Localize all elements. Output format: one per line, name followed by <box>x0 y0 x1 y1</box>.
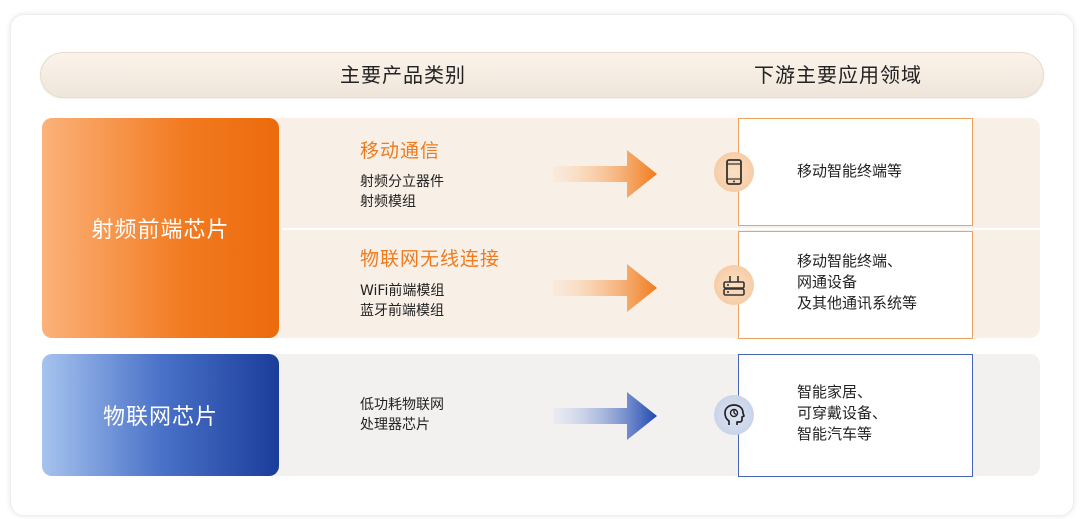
application-text-network-devices: 移动智能终端、 网通设备 及其他通讯系统等 <box>797 251 917 314</box>
application-line: 及其他通讯系统等 <box>797 294 918 312</box>
arrow-right-icon <box>553 392 657 440</box>
product-desc-iot-wireless: WiFi前端模组 蓝牙前端模组 <box>360 281 444 321</box>
category-rf-frontend-chip: 射频前端芯片 <box>42 118 279 338</box>
smart-head-icon <box>714 395 754 435</box>
header-downstream-applications: 下游主要应用领域 <box>754 63 922 87</box>
product-title-mobile-communication: 移动通信 <box>360 140 441 162</box>
header-product-category: 主要产品类别 <box>340 63 466 87</box>
header-bar <box>40 52 1044 98</box>
product-desc-line: 处理器芯片 <box>360 417 430 433</box>
application-text-smart-home: 智能家居、 可穿戴设备、 智能汽车等 <box>797 382 887 445</box>
product-desc-line: WiFi前端模组 <box>360 283 445 299</box>
product-title-iot-wireless: 物联网无线连接 <box>360 248 501 270</box>
rf-section-divider <box>282 228 1040 230</box>
product-desc-line: 蓝牙前端模组 <box>360 303 444 319</box>
product-desc-iot-processor: 低功耗物联网 处理器芯片 <box>360 395 444 435</box>
application-line: 网通设备 <box>797 273 858 291</box>
category-iot-label: 物联网芯片 <box>102 405 218 430</box>
arrow-right-icon <box>553 264 657 312</box>
application-line: 智能家居、 <box>797 383 873 401</box>
smartphone-icon <box>714 152 754 192</box>
application-text-mobile-terminals: 移动智能终端等 <box>797 161 902 182</box>
application-line: 移动智能终端、 <box>797 252 903 270</box>
product-desc-line: 射频分立器件 <box>360 174 444 190</box>
application-line: 移动智能终端等 <box>797 162 903 180</box>
category-rf-label: 射频前端芯片 <box>91 218 230 243</box>
product-desc-line: 射频模组 <box>360 194 416 210</box>
product-desc-mobile-communication: 射频分立器件 射频模组 <box>360 172 444 212</box>
product-desc-line: 低功耗物联网 <box>360 397 444 413</box>
category-iot-chip: 物联网芯片 <box>42 354 279 476</box>
arrow-right-icon <box>553 150 657 198</box>
application-line: 可穿戴设备、 <box>797 404 888 422</box>
router-icon <box>714 265 754 305</box>
application-line: 智能汽车等 <box>797 425 873 443</box>
